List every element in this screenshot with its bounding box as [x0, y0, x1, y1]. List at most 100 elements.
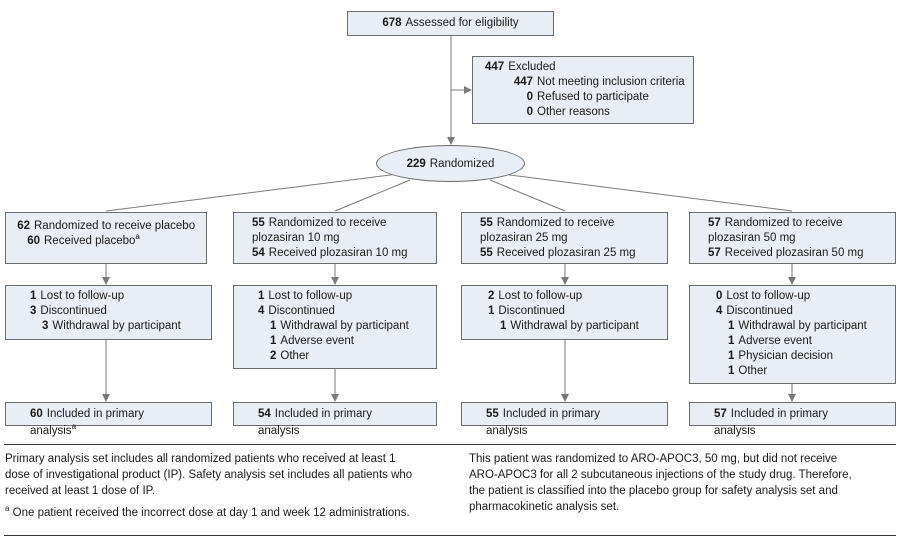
alloc-label: Randomized to receive [268, 217, 387, 229]
alloc-label: Received plozasiran 25 mg [496, 247, 636, 259]
alloc-count: 57 [708, 247, 721, 259]
footnote-marker: a [5, 504, 10, 514]
alloc-label: Received plozasiran 10 mg [268, 247, 408, 259]
excluded-label: Excluded [508, 61, 556, 73]
analysis-label: Included in primary analysis [486, 408, 600, 437]
alloc-count: 62 [17, 220, 30, 232]
to-arm1-line [105, 173, 399, 212]
fu-label: Discontinued [726, 305, 793, 317]
fu-label: Physician decision [738, 350, 834, 362]
excluded-reason-count: 447 [513, 76, 533, 88]
alloc-label: Received placebo [44, 235, 136, 247]
alloc-count: 55 [480, 247, 493, 259]
fu-count: 1 [488, 305, 495, 317]
alloc-label: Received plozasiran 50 mg [724, 247, 864, 259]
excluded-reason-count: 0 [526, 91, 533, 103]
footnote-text: One patient received the incorrect dose … [12, 507, 410, 519]
alloc-count: 55 [252, 217, 265, 229]
fu-label: Other [280, 350, 310, 362]
randomized-label: Randomized [429, 157, 495, 170]
fu-count: 3 [30, 305, 37, 317]
alloc-label: Randomized to receive [496, 217, 615, 229]
footnote-marker: a [135, 232, 140, 242]
arm4-allocation-box: 57 Randomized to receive plozasiran 50 mg… [689, 212, 896, 264]
analysis-label: Included in primary analysis [258, 408, 372, 437]
note-line: This patient was randomized to ARO-APOC3… [469, 453, 838, 465]
fu-count: 0 [716, 290, 723, 302]
fu-count: 1 [728, 365, 735, 377]
fu-count: 1 [500, 320, 507, 332]
fu-label: Adverse event [738, 335, 812, 347]
analysis-label: Included in primary analysis [30, 408, 144, 437]
note-line: Primary analysis set includes all random… [5, 453, 396, 465]
to-arm4-line [501, 173, 793, 212]
to-arm2-line [334, 179, 411, 212]
analysis-count: 60 [30, 408, 43, 420]
alloc-label: plozasiran 10 mg [252, 232, 340, 244]
right-note: This patient was randomized to ARO-APOC3… [469, 451, 899, 515]
fu-count: 1 [270, 335, 277, 347]
fu-count: 4 [258, 305, 265, 317]
analysis-count: 54 [258, 408, 271, 420]
fu-label: Withdrawal by participant [52, 320, 181, 332]
fu-count: 1 [728, 320, 735, 332]
notes-bottom-rule [4, 535, 896, 536]
excluded-reason-label: Other reasons [537, 106, 610, 118]
fu-count: 3 [42, 320, 49, 332]
fu-count: 1 [258, 290, 265, 302]
alloc-label: Randomized to receive [724, 217, 843, 229]
randomized-count: 229 [406, 157, 426, 170]
note-line: the patient is classified into the place… [469, 485, 838, 497]
analysis-label: Included in primary analysis [714, 408, 828, 437]
fu-label: Lost to follow-up [268, 290, 353, 302]
fu-count: 2 [270, 350, 277, 362]
assessed-count: 678 [382, 17, 402, 29]
excluded-reason-label: Refused to participate [537, 91, 649, 103]
fu-count: 1 [270, 320, 277, 332]
notes-top-rule [4, 444, 896, 445]
assessed-label: Assessed for eligibility [405, 17, 519, 29]
alloc-count: 54 [252, 247, 265, 259]
fu-label: Adverse event [280, 335, 354, 347]
analysis-count: 55 [486, 408, 499, 420]
note-line: ARO-APOC3 for all 2 subcutaneous injecti… [469, 469, 852, 481]
note-line: dose of investigational product (IP). Sa… [5, 469, 413, 481]
fu-count: 4 [716, 305, 723, 317]
excluded-reason-label: Not meeting inclusion criteria [537, 76, 685, 88]
fu-count: 1 [30, 290, 37, 302]
fu-label: Other [738, 365, 768, 377]
alloc-label: plozasiran 50 mg [708, 232, 796, 244]
fu-label: Discontinued [40, 305, 107, 317]
alloc-count: 55 [480, 217, 493, 229]
note-line: received at least 1 dose of IP. [5, 485, 156, 497]
fu-label: Discontinued [268, 305, 335, 317]
fu-count: 1 [728, 350, 735, 362]
fu-count: 1 [728, 335, 735, 347]
alloc-label: plozasiran 25 mg [480, 232, 568, 244]
to-arm3-line [489, 179, 566, 212]
excluded-reason-count: 0 [526, 106, 533, 118]
note-line: pharmacokinetic analysis set. [469, 501, 620, 513]
analysis-count: 57 [714, 408, 727, 420]
footnote-marker: a [71, 422, 77, 432]
alloc-count: 60 [27, 235, 40, 247]
fu-label: Discontinued [498, 305, 565, 317]
fu-label: Withdrawal by participant [280, 320, 409, 332]
fu-label: Withdrawal by participant [510, 320, 639, 332]
excluded-count: 447 [485, 61, 505, 73]
left-note: Primary analysis set includes all random… [5, 451, 450, 521]
fu-count: 2 [488, 290, 495, 302]
